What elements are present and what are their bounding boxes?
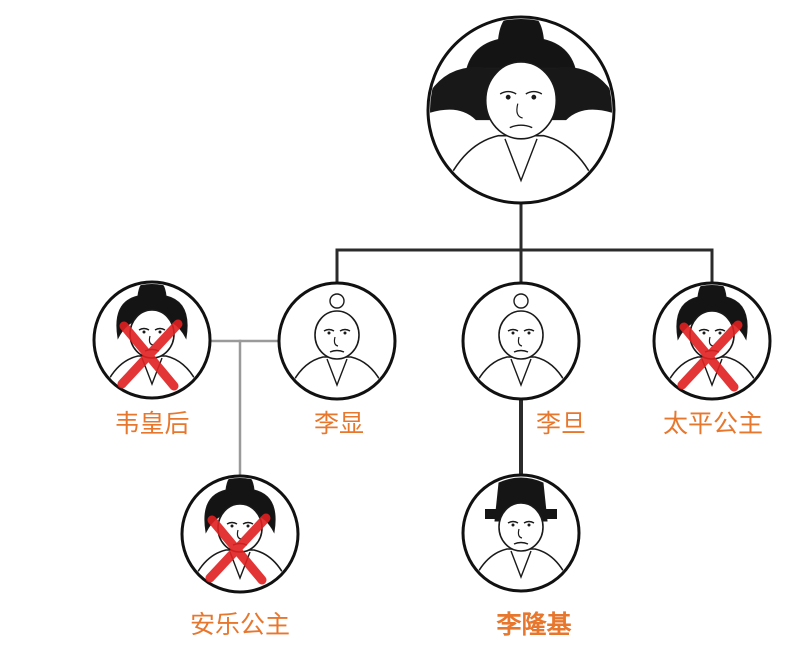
pupil-dot (703, 332, 706, 335)
portrait-wei-huanghou (94, 280, 210, 400)
hairpin-stroke (521, 0, 531, 11)
label-li-dan: 李旦 (536, 409, 586, 439)
pupil-dot (344, 332, 347, 335)
face-shape (499, 311, 543, 359)
pupil-dot (247, 525, 250, 528)
portrait-li-longji (463, 475, 579, 593)
label-wei-huanghou: 韦皇后 (114, 409, 189, 439)
pupil-dot (143, 331, 146, 334)
pupil-dot (512, 332, 515, 335)
hairpin-stroke (487, 0, 492, 11)
topknot-shape (330, 294, 344, 308)
portrait-sketch (418, 0, 623, 206)
face-shape (499, 503, 543, 551)
face-shape (486, 62, 557, 139)
label-taiping: 太平公主 (663, 409, 763, 439)
pupil-dot (159, 331, 162, 334)
portrait-anle (182, 474, 298, 594)
face-shape (315, 311, 359, 359)
portrait-root (418, 0, 623, 206)
pupil-dot (231, 525, 234, 528)
hairpin-stroke (511, 0, 516, 11)
label-li-xian: 李显 (314, 409, 364, 439)
pupil-dot (512, 524, 515, 527)
pupil-dot (528, 332, 531, 335)
portrait-li-xian (279, 283, 395, 401)
hat-wing-shape (545, 509, 557, 519)
hairpin-stroke (531, 0, 545, 11)
pupil-dot (328, 332, 331, 335)
pupil-dot (531, 95, 536, 100)
topknot-shape (514, 294, 528, 308)
label-li-longji: 李隆基 (496, 610, 571, 640)
hairpin-stroke (550, 0, 574, 11)
pupil-dot (506, 95, 511, 100)
portrait-li-dan (463, 283, 579, 401)
portrait-taiping (654, 281, 770, 401)
hat-wing-shape (485, 509, 497, 519)
pupil-dot (528, 524, 531, 527)
pupil-dot (719, 332, 722, 335)
label-anle: 安乐公主 (190, 610, 290, 640)
hairpin-stroke (540, 0, 559, 11)
